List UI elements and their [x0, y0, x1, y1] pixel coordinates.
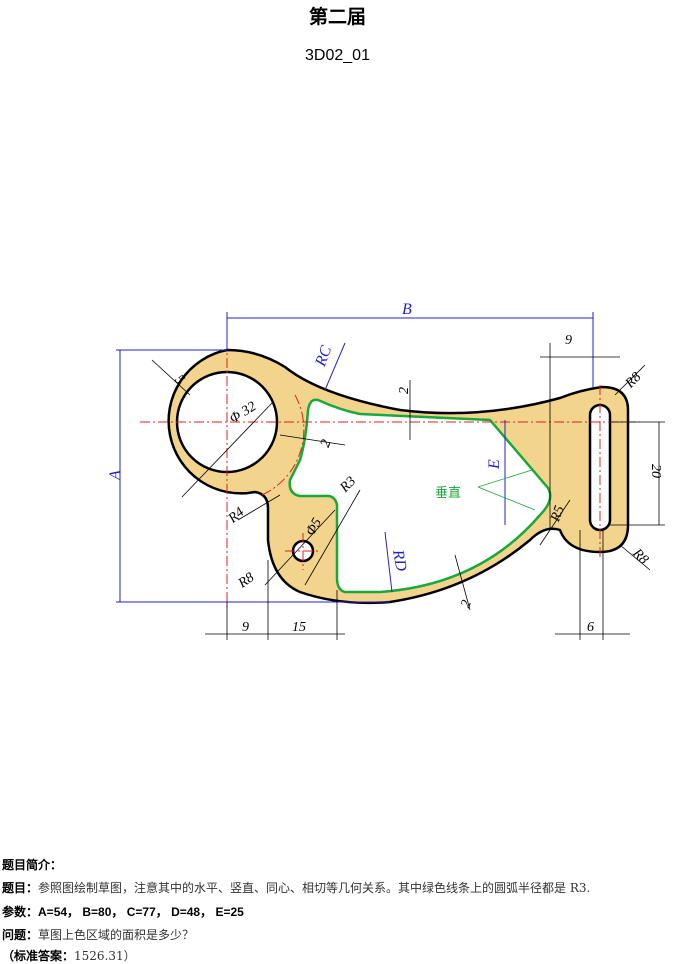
page-subtitle: 3D02_01 [305, 47, 370, 64]
dim-6: 6 [587, 620, 594, 635]
dim-R8-bottom: R8 [629, 545, 651, 567]
dim-2-bottom: 2 [458, 598, 474, 610]
page-title: 第二届 [308, 7, 366, 28]
dim-R5: R5 [548, 504, 568, 525]
dim-R4: R4 [225, 505, 247, 527]
dim-2-left: 2 [318, 438, 334, 450]
dim-2-top: 2 [397, 387, 412, 394]
ask-line: 问题：草图上色区域的面积是多少？ [2, 928, 195, 942]
dim-RC: RC [312, 343, 335, 369]
dim-9-bottom: 9 [242, 620, 249, 635]
params-line: 参数：A=54， B=80， C=77， D=48， E=25 [2, 905, 244, 919]
dim-E: E [486, 459, 503, 470]
dim-R8-left: R8 [235, 570, 257, 592]
dim-R8-top: R8 [622, 370, 644, 392]
answer-line: （标准答案：1526.31） [2, 949, 136, 963]
dim-A: A [107, 470, 124, 481]
label-vertical: 垂直 [435, 486, 461, 501]
dim-20: 20 [648, 464, 663, 478]
dim-B: B [402, 301, 412, 318]
dim-15: 15 [292, 620, 306, 635]
question-line: 题目：参照图绘制草图，注意其中的水平、竖直、同心、相切等几何关系。其中绿色线条上… [2, 881, 591, 895]
intro-heading: 题目简介： [2, 858, 63, 872]
dim-9-top: 9 [565, 333, 572, 348]
dim-RD: RD [389, 548, 410, 573]
